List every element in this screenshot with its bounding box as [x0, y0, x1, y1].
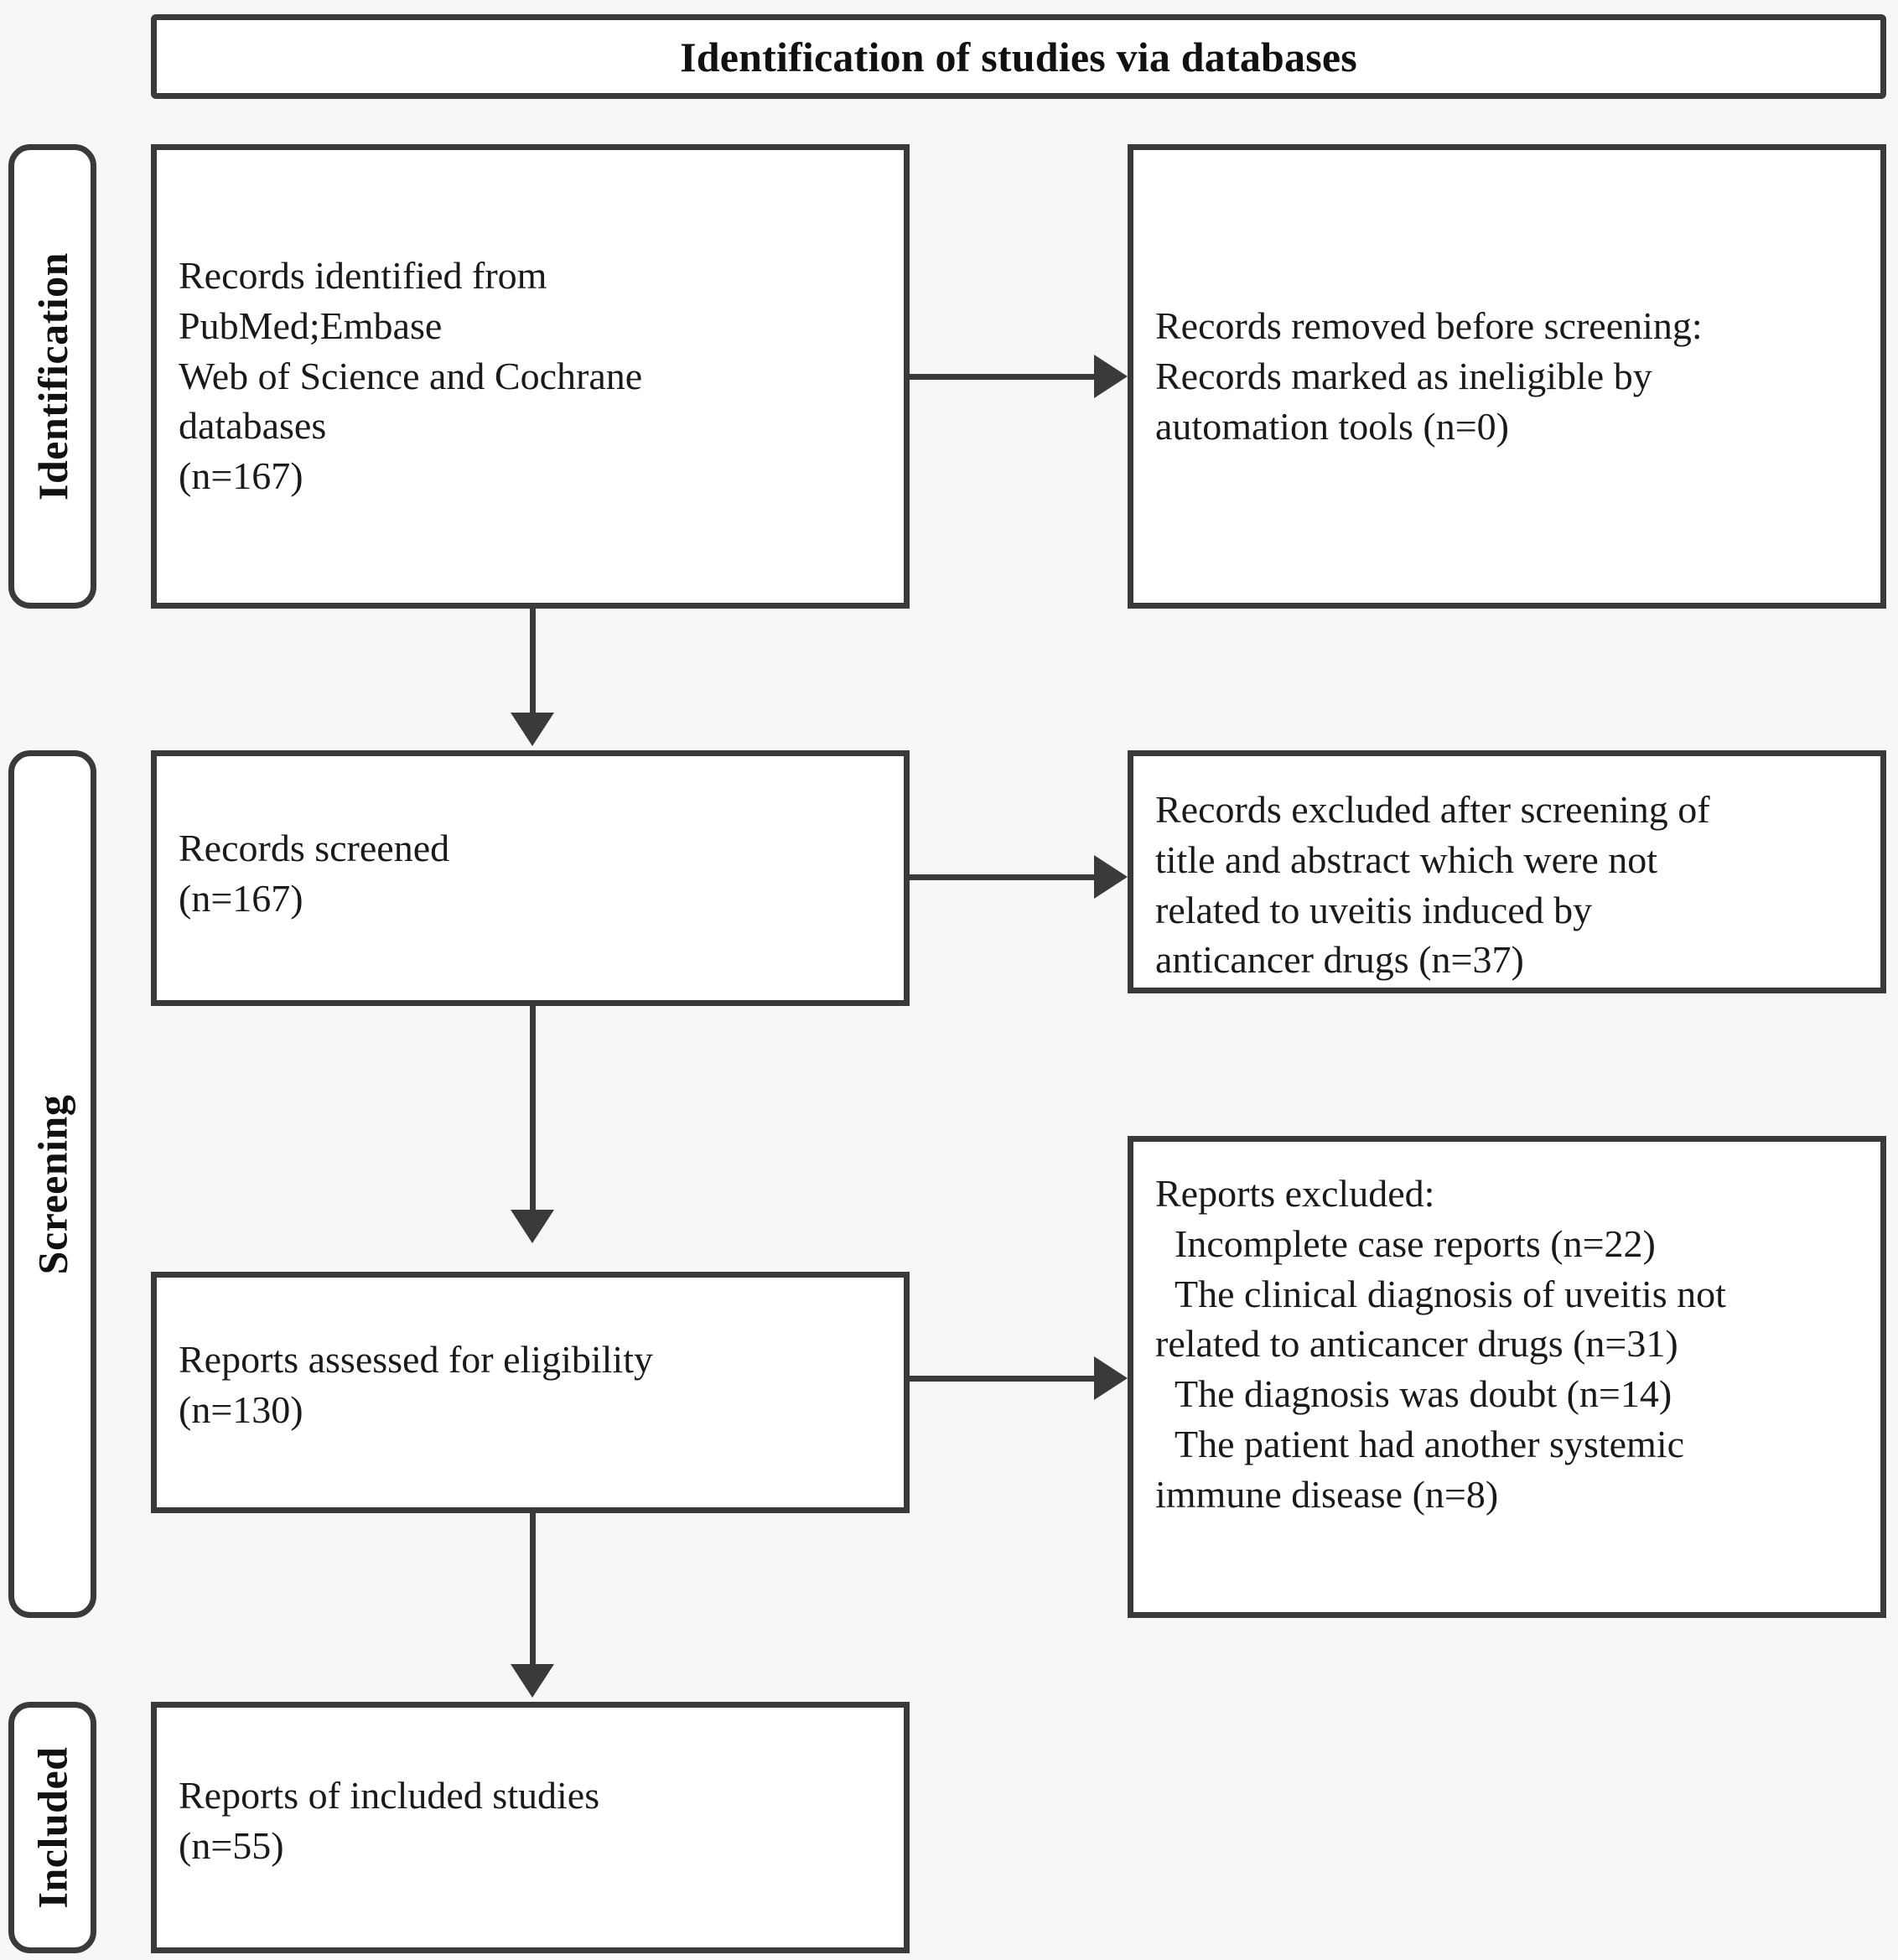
- box-reports-assessed-text: Reports assessed for eligibility (n=130): [179, 1338, 653, 1431]
- stage-screening: Screening: [8, 750, 96, 1618]
- connector-screened-to-assessed: [530, 1006, 536, 1216]
- box-records-screened: Records screened (n=167): [151, 750, 910, 1006]
- box-records-identified-text: Records identified from PubMed;Embase We…: [179, 254, 643, 498]
- box-records-identified: Records identified from PubMed;Embase We…: [151, 144, 910, 609]
- box-records-removed: Records removed before screening: Record…: [1128, 144, 1886, 609]
- box-records-screened-text: Records screened (n=167): [179, 827, 450, 920]
- box-reports-included-text: Reports of included studies (n=55): [179, 1774, 600, 1867]
- box-records-excluded-text: Records excluded after screening of titl…: [1155, 788, 1710, 982]
- box-reports-included: Reports of included studies (n=55): [151, 1702, 910, 1953]
- connector-screened-to-excluded: [910, 874, 1096, 880]
- arrowhead-identified-to-removed: [1094, 355, 1128, 398]
- page-title: Identification of studies via databases: [680, 33, 1357, 80]
- diagram-title-box: Identification of studies via databases: [151, 14, 1886, 99]
- arrowhead-assessed-to-excluded: [1094, 1356, 1128, 1400]
- connector-assessed-to-included: [530, 1513, 536, 1668]
- arrowhead-screened-to-assessed: [511, 1210, 554, 1243]
- connector-identified-to-removed: [910, 374, 1096, 380]
- stage-label-screening: Screening: [29, 1094, 76, 1274]
- connector-identified-to-screened: [530, 609, 536, 718]
- box-records-excluded: Records excluded after screening of titl…: [1128, 750, 1886, 993]
- arrowhead-screened-to-excluded: [1094, 855, 1128, 899]
- box-records-removed-text: Records removed before screening: Record…: [1155, 304, 1703, 448]
- box-reports-excluded-text: Reports excluded: Incomplete case report…: [1155, 1172, 1726, 1516]
- stage-label-identification: Identification: [29, 252, 76, 500]
- box-reports-assessed: Reports assessed for eligibility (n=130): [151, 1272, 910, 1513]
- arrowhead-assessed-to-included: [511, 1664, 554, 1698]
- connector-assessed-to-excluded: [910, 1376, 1096, 1382]
- box-reports-excluded: Reports excluded: Incomplete case report…: [1128, 1136, 1886, 1618]
- arrowhead-identified-to-screened: [511, 713, 554, 746]
- stage-label-included: Included: [29, 1746, 76, 1909]
- stage-identification: Identification: [8, 144, 96, 609]
- stage-included: Included: [8, 1702, 96, 1953]
